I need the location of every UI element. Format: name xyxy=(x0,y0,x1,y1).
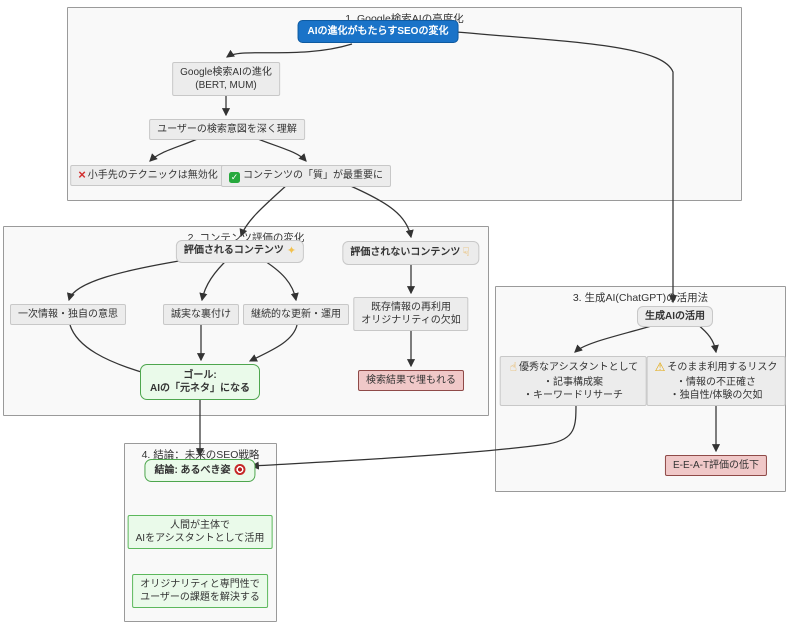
edge-primary-goal xyxy=(69,324,150,377)
node-assistant-line3: ・キーワードリサーチ xyxy=(523,390,623,402)
node-eval-bad: 評価されないコンテンツ☟ xyxy=(342,241,480,265)
node-eval-bad-label: 評価されないコンテンツ xyxy=(350,247,461,258)
node-solve: オリジナリティと専門性で ユーザーの課題を解決する xyxy=(132,574,268,609)
node-root-label: AIの進化がもたらすSEOの変化 xyxy=(307,26,449,37)
node-eval-good-label: 評価されるコンテンツ xyxy=(183,245,284,256)
node-primary: 一次情報・独自の意思 xyxy=(10,304,126,326)
node-goal: ゴール: AIの「元ネタ」になる xyxy=(140,364,260,401)
node-genai: 生成AIの活用 xyxy=(637,306,713,328)
node-honest-label: 誠実な裏付け xyxy=(171,309,231,320)
dart-target-icon xyxy=(234,464,246,475)
node-tricks: ×小手先のテクニックは無効化 xyxy=(70,165,226,187)
edge-continuous-goal xyxy=(248,324,298,362)
node-quality-label: コンテンツの「質」が最重要に xyxy=(243,170,383,181)
node-human-line1: 人間が主体で xyxy=(170,520,230,531)
node-conclusion-label: 結論: あるべき姿 xyxy=(154,465,231,476)
edge-root-evolution xyxy=(225,43,353,58)
edge-evalgood-continuous xyxy=(259,257,299,302)
node-tricks-label: 小手先のテクニックは無効化 xyxy=(87,170,218,181)
node-buried-label: 検索結果で埋もれる xyxy=(366,375,456,386)
node-continuous: 継続的な更新・運用 xyxy=(243,304,349,326)
thumbs-up-icon: ☝ xyxy=(509,360,517,374)
node-risk-line1: そのまま利用するリスク xyxy=(667,362,778,373)
edge-genai-risk xyxy=(696,323,719,354)
node-assistant-line1: 優秀なアシスタントとして xyxy=(519,362,639,373)
node-conclusion: 結論: あるべき姿 xyxy=(144,459,256,483)
node-continuous-label: 継続的な更新・運用 xyxy=(251,309,341,320)
node-existing-line1: 既存情報の再利用 xyxy=(371,302,451,313)
edge-intent-tricks xyxy=(149,136,203,162)
node-existing-line2: オリジナリティの欠如 xyxy=(361,315,461,327)
node-evolution-line1: Google検索AIの進化 xyxy=(180,67,272,78)
node-primary-label: 一次情報・独自の意思 xyxy=(18,309,118,320)
node-evolution-line2: (BERT, MUM) xyxy=(195,80,257,92)
node-buried: 検索結果で埋もれる xyxy=(358,370,464,392)
node-root: AIの進化がもたらすSEOの変化 xyxy=(297,20,459,44)
node-goal-line1: ゴール: xyxy=(183,370,217,381)
edge-intent-quality xyxy=(252,136,307,162)
node-human-line2: AIをアシスタントとして活用 xyxy=(135,533,265,545)
cross-mark-icon: × xyxy=(78,167,86,182)
edge-genai-assistant xyxy=(574,323,659,353)
edge-quality-evalgood xyxy=(239,183,289,238)
node-existing: 既存情報の再利用 オリジナリティの欠如 xyxy=(353,297,469,332)
node-intent-label: ユーザーの検索意図を深く理解 xyxy=(157,124,297,135)
warning-icon: ⚠ xyxy=(654,360,666,374)
edge-evalgood-primary xyxy=(66,257,198,302)
node-risk-line2: ・情報の不正確さ xyxy=(675,376,756,388)
edge-quality-evalbad xyxy=(345,183,414,239)
sparkles-icon: ✦ xyxy=(286,245,297,257)
node-intent: ユーザーの検索意図を深く理解 xyxy=(149,119,305,141)
node-solve-line2: ユーザーの課題を解決する xyxy=(140,592,260,604)
node-genai-label: 生成AIの活用 xyxy=(645,311,705,322)
check-mark-icon: ✓ xyxy=(229,172,240,183)
node-assistant: ☝優秀なアシスタントとして ・記事構成案 ・キーワードリサーチ xyxy=(499,356,647,407)
node-human: 人間が主体で AIをアシスタントとして活用 xyxy=(127,515,273,550)
node-eeat: E-E-A-T評価の低下 xyxy=(664,455,768,477)
node-risk-line3: ・独自性/体験の欠如 xyxy=(669,390,763,402)
node-eeat-label: E-E-A-T評価の低下 xyxy=(672,460,760,471)
thumbs-down-icon: ☟ xyxy=(462,245,470,259)
node-eval-good: 評価されるコンテンツ✦ xyxy=(175,240,305,263)
node-evolution: Google検索AIの進化 (BERT, MUM) xyxy=(172,62,280,97)
node-assistant-line2: ・記事構成案 xyxy=(543,376,603,388)
node-goal-line2: AIの「元ネタ」になる xyxy=(150,383,250,395)
node-risk: ⚠そのまま利用するリスク ・情報の不正確さ ・独自性/体験の欠如 xyxy=(646,356,786,407)
edge-root-genai xyxy=(445,30,678,304)
edge-assistant-conclusion xyxy=(250,402,577,470)
node-quality: ✓コンテンツの「質」が最重要に xyxy=(221,165,391,187)
edge-evalgood-honest xyxy=(199,257,230,302)
node-solve-line1: オリジナリティと専門性で xyxy=(140,579,260,590)
node-honest: 誠実な裏付け xyxy=(163,304,239,326)
